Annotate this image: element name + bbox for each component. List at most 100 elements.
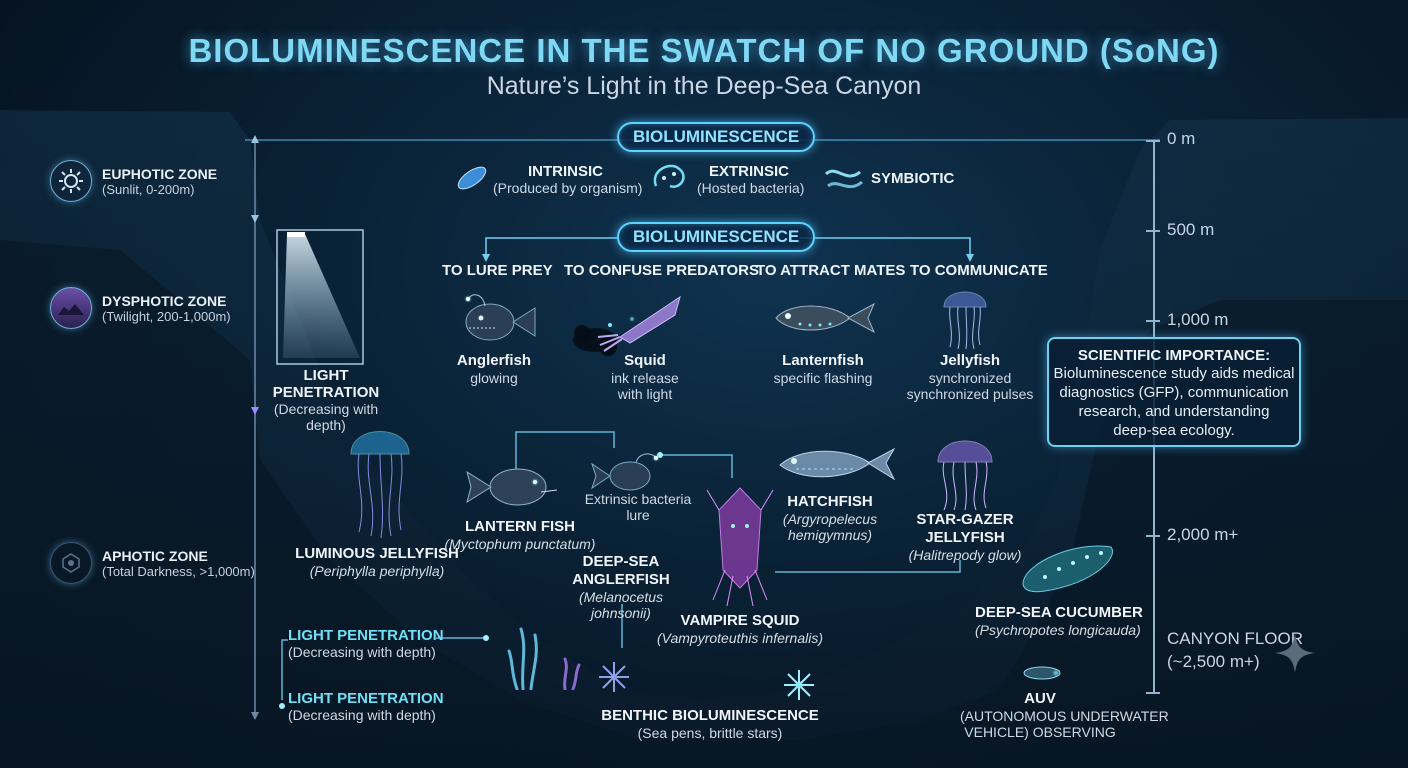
type-name: EXTRINSIC [709, 163, 790, 180]
species-sci: (Halitrepody glow) [908, 547, 1022, 563]
canyon-floor-depth: (~2,500 m+) [1167, 652, 1260, 671]
bacteria-line: lure [626, 507, 650, 523]
light-penetration-desc: (Decreasing with [273, 401, 379, 417]
functions-pill: BIOLUMINESCENCE [617, 222, 816, 252]
brittle-star-icon [599, 662, 629, 692]
light-penetration-label: LIGHT PENETRATION (Decreasing with depth… [266, 367, 386, 433]
animal-name: Lanternfish [782, 352, 864, 369]
scientific-line: Bioluminescence study aids medical [1053, 365, 1295, 382]
function-animal-anglerfish: Anglerfish glowing [439, 352, 549, 386]
page-subtitle: Nature’s Light in the Deep-Sea Canyon [486, 72, 922, 100]
species-hatchfish: HATCHFISH (Argyropelecus hemigymnus) [775, 493, 885, 543]
species-name: STAR-GAZER [916, 511, 1014, 528]
species-sci: (Myctophum punctatum) [444, 536, 596, 552]
light-pen-desc: (Decreasing with depth) [288, 707, 436, 723]
light-pen-title: LIGHT PENETRATION [288, 690, 444, 707]
hatchfish-icon [779, 447, 896, 481]
benthic-name: BENTHIC BIOLUMINESCENCE [601, 707, 819, 724]
benthic-sub: (Sea pens, brittle stars) [637, 725, 783, 741]
twilight-icon [50, 287, 92, 329]
scientific-line: deep-sea ecology. [1113, 422, 1235, 439]
species-name: VAMPIRE SQUID [680, 612, 800, 629]
species-deep-sea-anglerfish: DEEP-SEA ANGLERFISH (Melanocetus johnson… [556, 553, 686, 621]
species-vampire-squid: VAMPIRE SQUID (Vampyroteuthis infernalis… [655, 612, 825, 646]
light-pen-title: LIGHT PENETRATION [288, 627, 444, 644]
bacteria-line: Extrinsic bacteria [584, 491, 692, 507]
star-gazer-jellyfish-icon [937, 440, 993, 511]
squid-icon [573, 295, 681, 356]
type-symbiotic: SYMBIOTIC [871, 170, 955, 187]
species-name: DEEP-SEA CUCUMBER [975, 604, 1143, 621]
lanternfish-icon [775, 302, 876, 334]
function-header: TO ATTRACT MATES [756, 262, 906, 279]
lantern-fish-icon [466, 468, 558, 506]
zone-euphotic: EUPHOTIC ZONE (Sunlit, 0-200m) [50, 160, 217, 202]
scientific-title: SCIENTIFIC IMPORTANCE: [1077, 347, 1271, 364]
auv-name: AUV [1024, 690, 1056, 707]
species-star-gazer-jellyfish: STAR-GAZER JELLYFISH (Halitrepody glow) [895, 511, 1035, 563]
function-animal-lanternfish: Lanternfish specific flashing [768, 352, 878, 386]
function-header: TO CONFUSE PREDATORS [564, 262, 760, 279]
function-animal-squid: Squid ink release with light [590, 352, 700, 402]
type-intrinsic: INTRINSIC (Produced by organism) [493, 163, 642, 196]
animal-desc: glowing [470, 370, 518, 386]
animal-name: Squid [624, 352, 666, 369]
type-name: INTRINSIC [528, 163, 603, 180]
type-desc: (Produced by organism) [493, 180, 643, 196]
animal-name: Anglerfish [456, 352, 532, 369]
zone-sub: (Twilight, 200-1,000m) [102, 308, 231, 324]
depth-label: 500 m [1167, 220, 1215, 239]
page-title: BIOLUMINESCENCE IN THE SWATCH OF NO GROU… [188, 32, 1220, 69]
species-lantern-fish: LANTERN FISH (Myctophum punctatum) [440, 518, 600, 552]
light-penetration-desc: depth) [306, 417, 346, 433]
zone-sub: (Sunlit, 0-200m) [102, 181, 195, 197]
species-deep-sea-cucumber: DEEP-SEA CUCUMBER (Psychropotes longicau… [975, 604, 1143, 638]
zone-aphotic: APHOTIC ZONE (Total Darkness, >1,000m) [50, 542, 255, 584]
auv-line: (AUTONOMOUS UNDERWATER [960, 708, 1169, 724]
bacteria-lure-label: Extrinsic bacteria lure [578, 491, 698, 523]
jellyfish-icon [943, 291, 987, 350]
function-animal-jellyfish: Jellyfish synchronized synchronized puls… [905, 352, 1035, 402]
anglerfish-icon [464, 294, 536, 341]
light-penetration-title: LIGHT [303, 367, 349, 384]
zone-sub: (Total Darkness, >1,000m) [102, 563, 255, 579]
light-penetration-bottom-2: LIGHT PENETRATION (Decreasing with depth… [288, 690, 444, 723]
type-desc: (Hosted bacteria) [697, 180, 805, 196]
brittle-star-icon [784, 670, 814, 700]
auv-icon [1023, 666, 1061, 680]
species-name: DEEP-SEA [582, 553, 660, 570]
depth-tick [1146, 140, 1160, 142]
animal-desc: synchronized [928, 370, 1012, 386]
animal-desc: with light [617, 386, 673, 402]
vampire-squid-icon [706, 487, 774, 607]
depth-tick [1146, 535, 1160, 537]
species-name: ANGLERFISH [572, 571, 670, 588]
species-name: JELLYFISH [925, 529, 1005, 546]
benthic-bioluminescence-label: BENTHIC BIOLUMINESCENCE (Sea pens, britt… [600, 707, 820, 741]
zone-name: DYSPHOTIC ZONE [102, 292, 227, 309]
sea-cucumber-icon [1022, 545, 1113, 593]
type-extrinsic: EXTRINSIC (Hosted bacteria) [697, 163, 804, 196]
animal-desc: specific flashing [773, 370, 873, 386]
sun-icon [50, 160, 92, 202]
scientific-line: research, and understanding [1078, 403, 1270, 420]
depth-tick [1146, 230, 1160, 232]
species-name: LUMINOUS JELLYFISH [295, 545, 459, 562]
scientific-line: diagnostics (GFP), communication [1059, 384, 1289, 401]
depth-tick [1146, 692, 1160, 694]
species-sci: (Psychropotes longicauda) [975, 622, 1141, 638]
animal-desc: synchronized pulses [906, 386, 1034, 402]
light-penetration-bottom-1: LIGHT PENETRATION (Decreasing with depth… [288, 627, 444, 660]
depth-label: 1,000 m [1167, 310, 1229, 329]
symbiotic-icon [824, 169, 863, 189]
depth-arrow-left [251, 135, 259, 720]
function-header: TO COMMUNICATE [910, 262, 1048, 279]
types-pill: BIOLUMINESCENCE [617, 122, 816, 152]
species-sci: (Melanocetus [578, 589, 664, 605]
species-sci: (Argyropelecus [782, 511, 878, 527]
function-header: TO LURE PREY [442, 262, 553, 279]
species-sci: (Vampyroteuthis infernalis) [657, 630, 823, 646]
light-pen-desc: (Decreasing with depth) [288, 644, 436, 660]
zone-name: EUPHOTIC ZONE [102, 165, 218, 182]
